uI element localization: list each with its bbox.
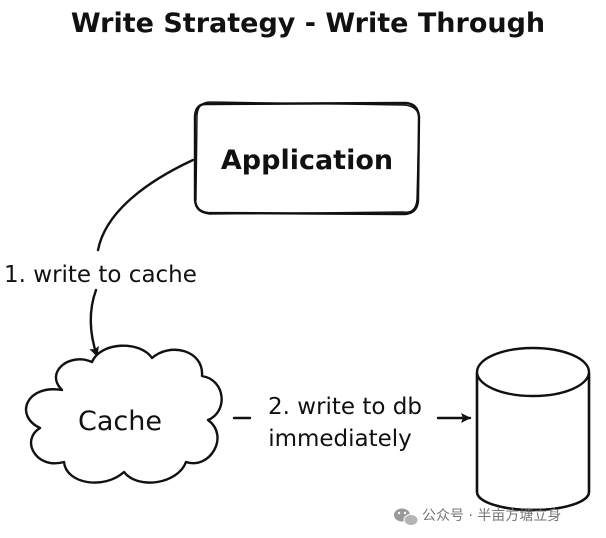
edge-label-immediately: immediately: [268, 426, 412, 452]
database-node: [475, 346, 591, 512]
diagram-title: Write Strategy - Write Through: [71, 8, 545, 39]
watermark-text: 公众号 · 半亩方塘立身: [422, 507, 561, 524]
cache-node: Cache: [24, 344, 223, 484]
watermark: 公众号 · 半亩方塘立身: [394, 507, 561, 526]
application-node: Application: [193, 101, 421, 216]
edge-label-write-to-cache: 1. write to cache: [4, 262, 197, 288]
edge-app-to-cache: 1. write to cache: [4, 158, 197, 358]
edge-cache-to-db: 2. write to db immediately: [232, 394, 472, 452]
wechat-icon: [394, 508, 419, 526]
cache-label: Cache: [78, 406, 162, 437]
edge-label-write-to-db: 2. write to db: [268, 394, 422, 420]
application-label: Application: [221, 145, 393, 176]
